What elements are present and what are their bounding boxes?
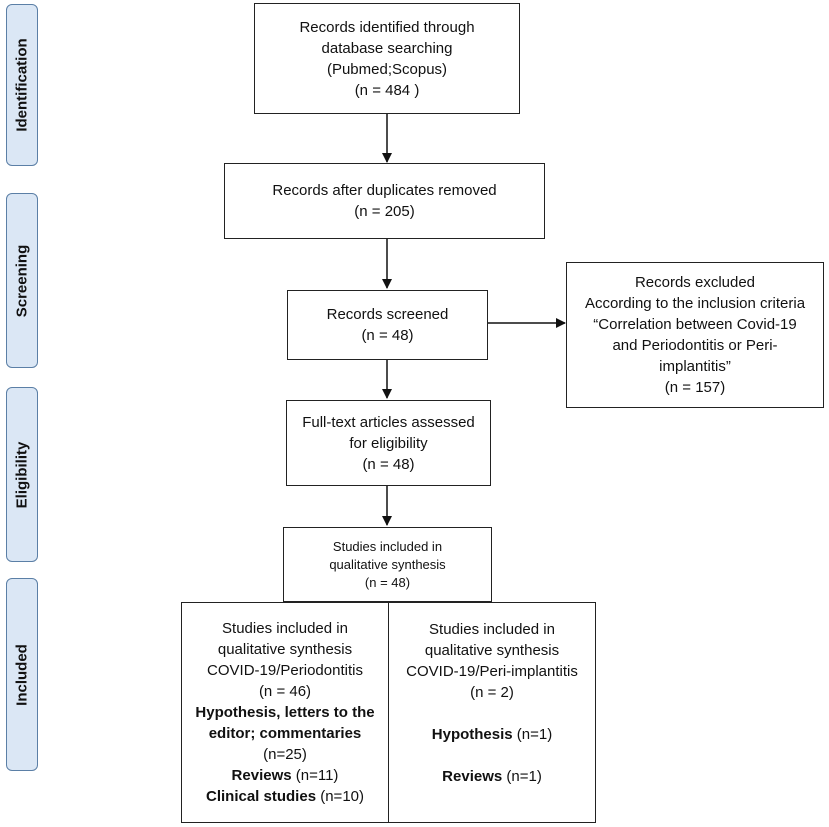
- implant-hypothesis-count: (n=1): [516, 726, 553, 743]
- records-identified-count: (n = 484 ): [354, 81, 420, 99]
- implant-reviews-label: Reviews: [442, 768, 503, 785]
- fulltext-assessed-count: (n = 48): [362, 455, 415, 473]
- implant-count: (n = 2): [470, 684, 514, 701]
- records-screened-label: Records screened: [326, 306, 449, 323]
- phase-identification: Identification: [6, 4, 38, 166]
- studies-included-line2: qualitative synthesis: [329, 556, 446, 572]
- perio-line2: qualitative synthesis: [217, 641, 353, 658]
- implant-hypothesis-label: Hypothesis: [431, 726, 513, 743]
- perio-line3: COVID-19/Periodontitis: [207, 662, 363, 679]
- records-screened-box: Records screened (n = 48): [287, 290, 488, 360]
- records-excluded-line3: “Correlation between Covid-19: [593, 316, 797, 333]
- studies-included-line1: Studies included in: [332, 538, 443, 554]
- records-excluded-line5: implantitis”: [659, 358, 731, 375]
- perio-clinical-label: Clinical studies: [206, 788, 317, 805]
- studies-included-box: Studies included in qualitative synthesi…: [283, 527, 492, 602]
- implant-reviews-count: (n=1): [506, 768, 542, 785]
- perio-line1: Studies included in: [222, 620, 348, 637]
- records-identified-line1: Records identified through: [299, 18, 475, 36]
- perio-reviews-count: (n=11): [295, 767, 339, 784]
- peri-implantitis-studies-box: Studies included in qualitative synthesi…: [388, 602, 596, 823]
- implant-line1: Studies included in: [429, 621, 555, 638]
- perio-clinical-count: (n=10): [320, 788, 364, 805]
- periodontitis-studies-box: Studies included in qualitative synthesi…: [181, 602, 389, 823]
- perio-count: (n = 46): [258, 683, 312, 700]
- duplicates-removed-label: Records after duplicates removed: [272, 182, 497, 199]
- phase-eligibility: Eligibility: [6, 387, 38, 562]
- records-identified-box: Records identified through database sear…: [254, 3, 520, 114]
- duplicates-removed-box: Records after duplicates removed (n = 20…: [224, 163, 545, 239]
- records-screened-count: (n = 48): [361, 327, 414, 344]
- duplicates-removed-count: (n = 205): [354, 203, 415, 220]
- perio-hypothesis-label-2: editor; commentaries: [208, 725, 362, 742]
- records-excluded-line1: Records excluded: [634, 274, 756, 291]
- records-excluded-count: (n = 157): [664, 379, 726, 396]
- studies-included-count: (n = 48): [364, 574, 411, 590]
- perio-hypothesis-count: (n=25): [263, 746, 307, 763]
- records-excluded-line4: and Periodontitis or Peri-: [612, 337, 778, 354]
- fulltext-assessed-box: Full-text articles assessed for eligibil…: [286, 400, 491, 486]
- records-identified-line2: database searching: [321, 39, 453, 57]
- records-identified-line3: (Pubmed;Scopus): [326, 60, 448, 78]
- fulltext-assessed-line1: Full-text articles assessed: [302, 413, 475, 431]
- fulltext-assessed-line2: for eligibility: [349, 434, 428, 452]
- perio-hypothesis-label-1: Hypothesis, letters to the: [195, 704, 375, 721]
- phase-included: Included: [6, 578, 38, 771]
- perio-reviews-label: Reviews: [231, 767, 292, 784]
- records-excluded-line2: According to the inclusion criteria: [584, 295, 806, 312]
- phase-screening: Screening: [6, 193, 38, 368]
- implant-line3: COVID-19/Peri-implantitis: [406, 663, 578, 680]
- records-excluded-box: Records excluded According to the inclus…: [566, 262, 824, 408]
- implant-line2: qualitative synthesis: [424, 642, 560, 659]
